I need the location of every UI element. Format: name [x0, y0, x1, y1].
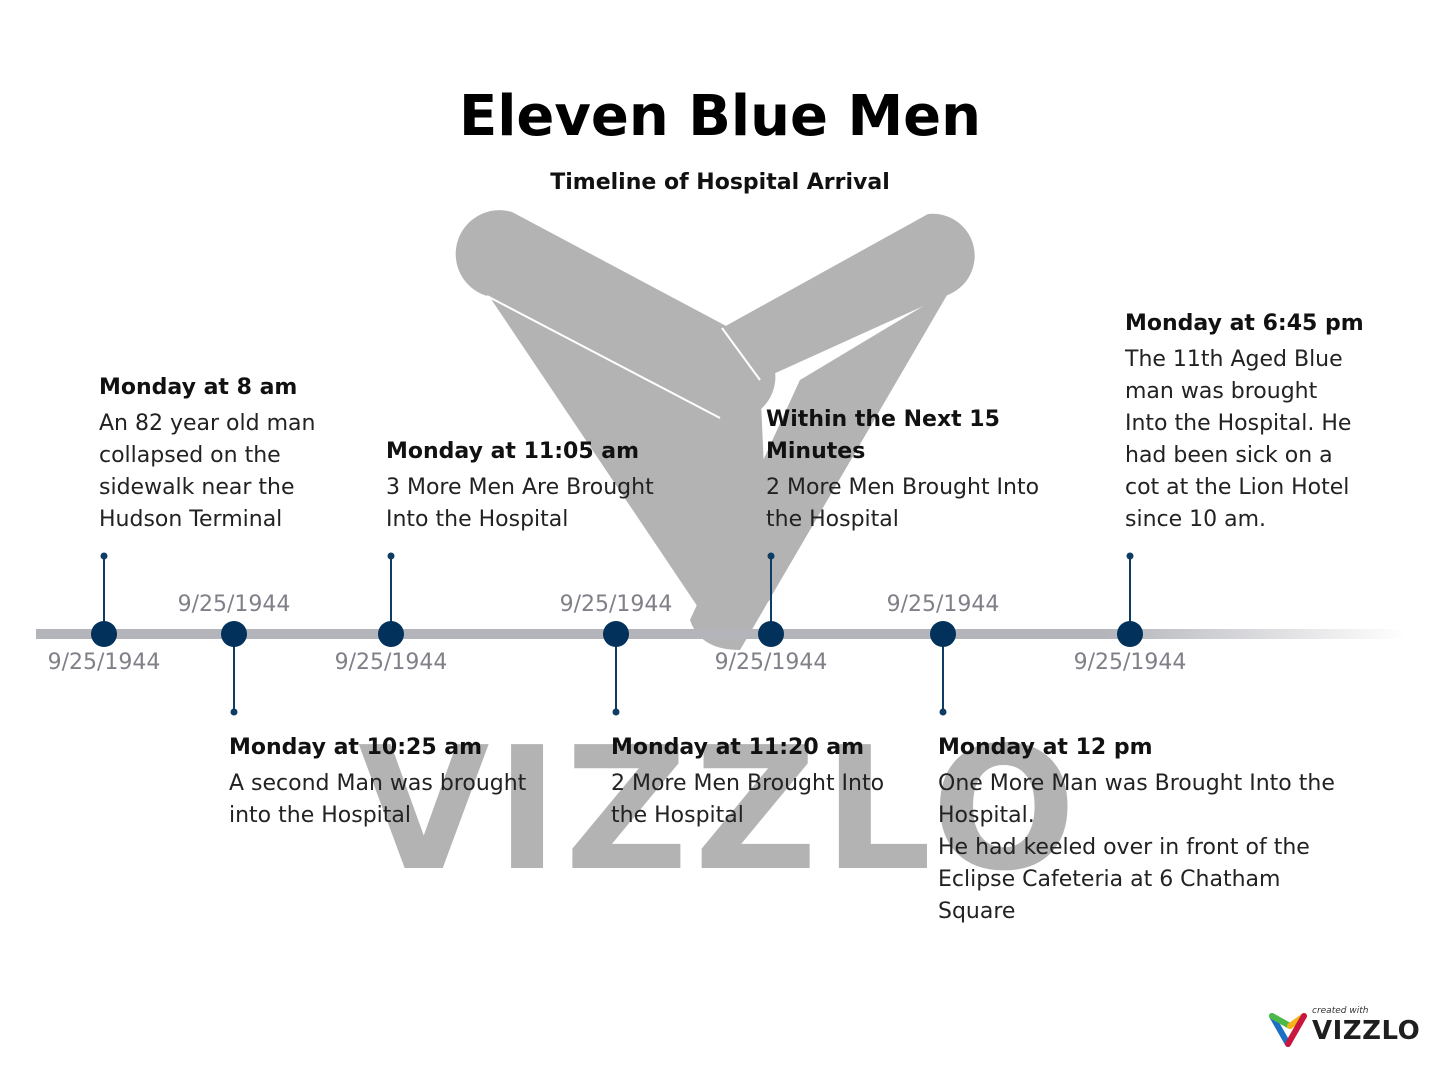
event-stem: [233, 634, 235, 712]
event-card: Monday at 6:45 pm The 11th Aged Blue man…: [1125, 308, 1405, 536]
event-marker[interactable]: [91, 621, 117, 647]
event-title: Within the Next 15 Minutes: [766, 407, 1000, 464]
event-stem-end: [1126, 552, 1134, 560]
vizzlo-branding[interactable]: created with VIZZLO: [1268, 1004, 1421, 1054]
event-marker[interactable]: [221, 621, 247, 647]
event-description: The 11th Aged Blue man was brought Into …: [1125, 347, 1352, 532]
event-stem-end: [767, 552, 775, 560]
svg-text:VIZZLO: VIZZLO: [358, 711, 1082, 909]
event-title: Monday at 8 am: [99, 375, 298, 400]
event-stem-end: [612, 708, 620, 716]
event-card: Monday at 11:20 am 2 More Men Brought In…: [611, 732, 921, 832]
event-card: Within the Next 15 Minutes 2 More Men Br…: [766, 404, 1066, 536]
event-stem: [1129, 556, 1131, 634]
event-description: 2 More Men Brought Into the Hospital: [766, 475, 1040, 532]
event-date: 9/25/1944: [714, 650, 828, 675]
event-title: Monday at 6:45 pm: [1125, 311, 1364, 336]
event-title: Monday at 12 pm: [938, 735, 1153, 760]
event-title: Monday at 10:25 am: [229, 735, 483, 760]
event-stem: [615, 634, 617, 712]
event-description: An 82 year old man collapsed on the side…: [99, 411, 316, 532]
event-title: Monday at 11:20 am: [611, 735, 865, 760]
event-marker[interactable]: [1117, 621, 1143, 647]
event-date: 9/25/1944: [1073, 650, 1187, 675]
timeline-axis: [36, 629, 1406, 639]
event-stem: [770, 556, 772, 634]
event-marker[interactable]: [603, 621, 629, 647]
page-title: Eleven Blue Men: [458, 84, 982, 149]
event-description: 2 More Men Brought Into the Hospital: [611, 771, 885, 828]
event-description: A second Man was brought into the Hospit…: [229, 771, 527, 828]
page-subtitle: Timeline of Hospital Arrival: [550, 170, 890, 195]
event-stem-end: [230, 708, 238, 716]
event-date: 9/25/1944: [177, 592, 291, 617]
event-description: One More Man was Brought Into the Hospit…: [938, 771, 1335, 924]
event-card: Monday at 11:05 am 3 More Men Are Brough…: [386, 436, 706, 536]
branding-small-text: created with: [1312, 1006, 1369, 1016]
event-date: 9/25/1944: [559, 592, 673, 617]
event-marker[interactable]: [378, 621, 404, 647]
event-title: Monday at 11:05 am: [386, 439, 640, 464]
event-marker[interactable]: [930, 621, 956, 647]
event-description: 3 More Men Are Brought Into the Hospital: [386, 475, 654, 532]
event-stem-end: [939, 708, 947, 716]
event-marker[interactable]: [758, 621, 784, 647]
event-stem: [942, 634, 944, 712]
event-date: 9/25/1944: [47, 650, 161, 675]
event-stem-end: [387, 552, 395, 560]
branding-big-text: VIZZLO: [1312, 1016, 1421, 1046]
vizzlo-logo-icon: [1269, 1013, 1307, 1047]
event-stem: [103, 556, 105, 634]
event-stem: [390, 556, 392, 634]
event-card: Monday at 12 pm One More Man was Brought…: [938, 732, 1378, 928]
event-card: Monday at 8 am An 82 year old man collap…: [99, 372, 399, 536]
event-card: Monday at 10:25 am A second Man was brou…: [229, 732, 569, 832]
event-date: 9/25/1944: [886, 592, 1000, 617]
event-stem-end: [100, 552, 108, 560]
event-date: 9/25/1944: [334, 650, 448, 675]
